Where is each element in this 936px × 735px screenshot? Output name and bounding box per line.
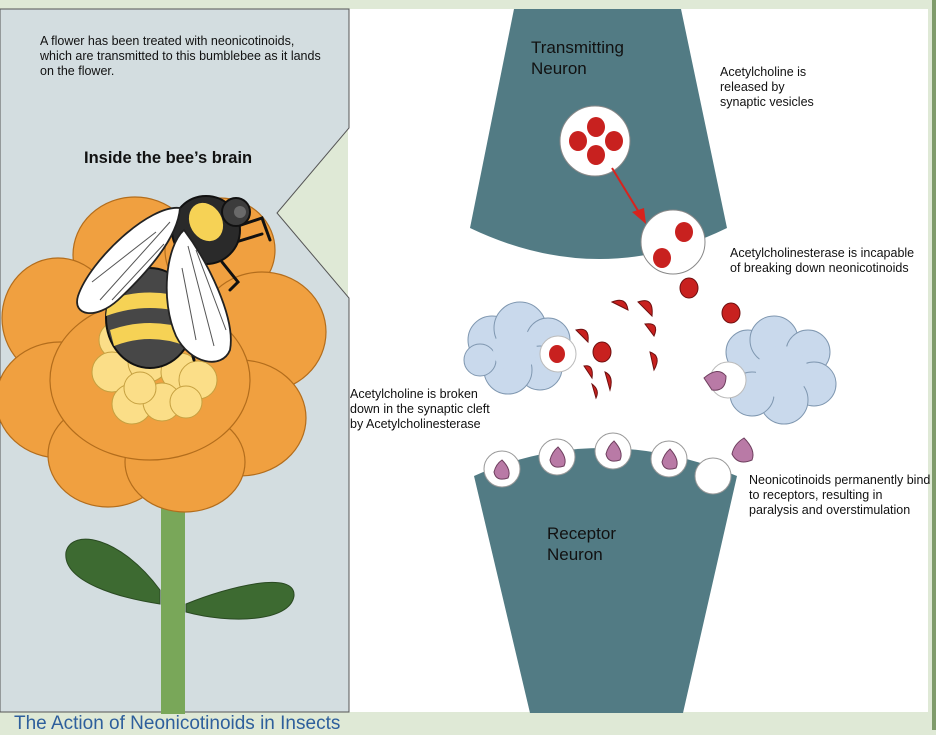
receptor-neuron bbox=[474, 448, 737, 713]
note-ach-broken-down: Acetylcholine is broken down in the syna… bbox=[350, 387, 490, 431]
flower-stem bbox=[161, 490, 185, 714]
synaptic-vesicle bbox=[559, 105, 631, 177]
window-edge bbox=[932, 0, 936, 730]
note-neonicotinoid-bind: Neonicotinoids permanently bind to recep… bbox=[749, 473, 931, 517]
acetylcholinesterase-left bbox=[463, 301, 571, 395]
bumblebee bbox=[76, 195, 272, 369]
inset-title: Inside the bee’s brain bbox=[84, 149, 253, 167]
fused-vesicle bbox=[640, 209, 706, 275]
note-ache-incapable: Acetylcholinesterase is incapable of bre… bbox=[730, 246, 915, 275]
bound-neonicotinoids bbox=[493, 440, 678, 480]
leaf-left bbox=[65, 538, 161, 605]
receptor-neuron-label: Receptor Neuron bbox=[547, 524, 616, 564]
arrow-release bbox=[611, 167, 646, 224]
bee-wing-left bbox=[76, 207, 181, 315]
note-ach-released: Acetylcholine is released by synaptic ve… bbox=[720, 65, 814, 109]
acetylcholine-molecules bbox=[548, 277, 741, 400]
acetylcholinesterase-right bbox=[725, 315, 837, 425]
free-neonicotinoid bbox=[731, 437, 754, 463]
leaf-right bbox=[185, 581, 295, 620]
figure-caption: The Action of Neonicotinoids in Insects bbox=[14, 713, 341, 734]
transmitting-neuron-label: Transmitting Neuron bbox=[531, 38, 624, 78]
intro-text: A flower has been treated with neonicoti… bbox=[40, 34, 321, 78]
bee-wing-right bbox=[165, 228, 232, 363]
